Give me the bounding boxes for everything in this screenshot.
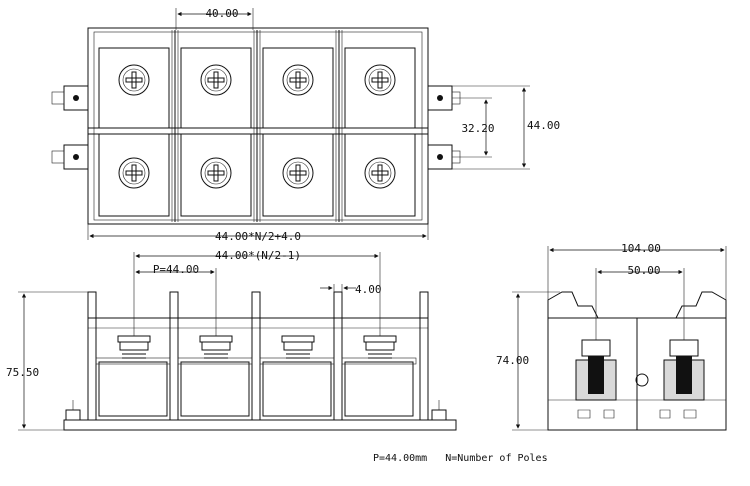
- dim-top-height: 44.00: [527, 119, 560, 132]
- dim-side-pitch: 50.00: [627, 264, 660, 277]
- dim-inner-length: 44.00*(N/2-1): [215, 249, 301, 262]
- top-view-poles: [88, 30, 428, 222]
- dim-side-width: 104.00: [621, 242, 661, 255]
- top-view-screws: [118, 64, 396, 189]
- front-view: 44.00*(N/2-1) P=44.00 4.00 75.50: [6, 249, 457, 431]
- side-view-terminals: [575, 339, 705, 401]
- front-view-barriers: [87, 291, 429, 421]
- top-view-mount-tabs: [51, 85, 461, 170]
- dim-gap: 4.00: [355, 283, 382, 296]
- front-view-poles: [95, 357, 417, 417]
- dim-top-pitch: 40.00: [205, 7, 238, 20]
- dim-pitch: P=44.00: [153, 263, 199, 276]
- top-view: 40.00 32.20 44.00 44.00*N/2+4.0: [51, 7, 560, 243]
- dim-side-height: 74.00: [496, 354, 529, 367]
- legend-note: P=44.00mm N=Number of Poles: [373, 453, 548, 464]
- dim-front-height: 75.50: [6, 366, 39, 379]
- dim-top-span: 32.20: [461, 122, 494, 135]
- side-view: 104.00 50.00 74.00: [496, 242, 727, 431]
- front-view-screws: [117, 335, 397, 359]
- dim-total-length: 44.00*N/2+4.0: [215, 230, 301, 243]
